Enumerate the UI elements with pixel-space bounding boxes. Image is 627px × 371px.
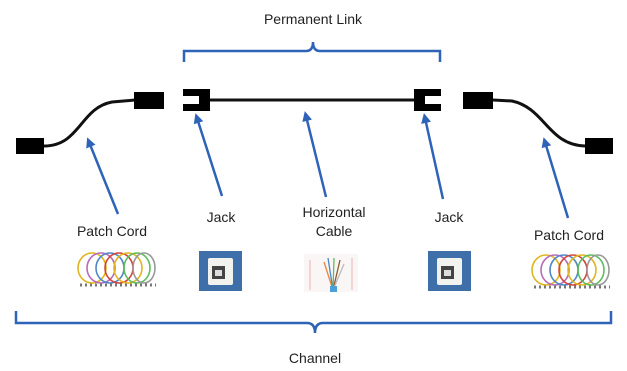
horizontal-label-line1: Horizontal xyxy=(302,204,365,220)
arrow-patch-cord-right xyxy=(541,137,570,219)
left-cord-plug xyxy=(134,92,164,109)
left-end-plug xyxy=(16,138,44,154)
arrow-patch-cord-left xyxy=(86,137,120,215)
jack-photo-icon xyxy=(428,251,471,291)
jack-right-label: Jack xyxy=(435,209,465,225)
arrow-jack-left xyxy=(193,113,224,197)
arrow-horizontal-cable xyxy=(302,111,328,198)
right-patch-cord xyxy=(463,92,613,154)
right-jack-symbol xyxy=(414,89,441,111)
permanent-link-label: Permanent Link xyxy=(264,11,363,27)
patch-cord-photo-icon xyxy=(77,252,156,287)
right-cord-plug xyxy=(463,92,493,109)
left-patch-cord xyxy=(16,92,164,154)
horizontal-cable-photo-icon xyxy=(304,254,358,292)
channel-bracket xyxy=(14,311,613,334)
channel-label: Channel xyxy=(289,350,341,366)
horizontal-label-line2: Cable xyxy=(316,223,353,239)
patch-cord-right-label: Patch Cord xyxy=(534,227,604,243)
arrow-jack-right xyxy=(421,113,445,200)
patch-cord-photo-icon xyxy=(531,254,610,289)
left-jack-symbol xyxy=(183,89,210,111)
jack-left-label: Jack xyxy=(207,209,237,225)
left-cord-line xyxy=(43,98,136,148)
patch-cord-left-label: Patch Cord xyxy=(77,223,147,239)
right-cord-line xyxy=(492,98,586,148)
permanent-link-bracket xyxy=(182,41,442,62)
jack-photo-icon xyxy=(199,251,242,291)
right-end-plug xyxy=(585,138,613,154)
